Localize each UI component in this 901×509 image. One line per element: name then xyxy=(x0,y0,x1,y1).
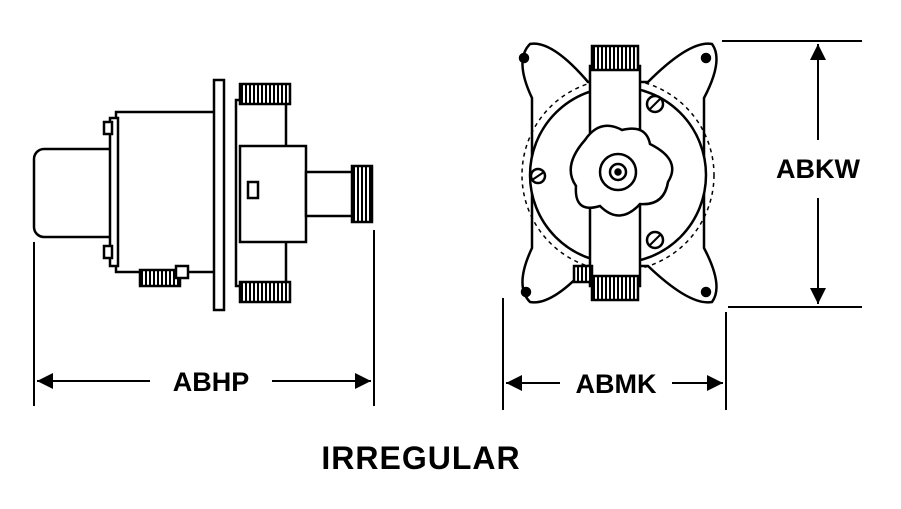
bottom-connector-tab xyxy=(174,264,190,280)
flange-plate xyxy=(212,78,226,312)
front-width-label: ABMK xyxy=(576,369,657,399)
front-dimensions xyxy=(502,40,862,410)
side-port-stub xyxy=(572,264,594,284)
side-width-label: ABHP xyxy=(173,367,250,397)
body-screw-top xyxy=(102,120,114,136)
side-dimension xyxy=(33,230,375,406)
bottom-connector xyxy=(138,268,182,288)
outlet-thread xyxy=(350,164,374,224)
front-bottom-thread xyxy=(590,274,640,302)
mount-hole-bl xyxy=(520,286,532,298)
front-top-thread xyxy=(590,44,640,72)
top-thread-port xyxy=(238,82,292,106)
shape-caption: IRREGULAR xyxy=(321,440,520,476)
bottom-thread-port xyxy=(238,280,292,304)
side-view xyxy=(32,78,374,312)
front-view xyxy=(518,42,718,304)
knob-hub-center xyxy=(614,168,622,176)
mount-hole-tl xyxy=(518,52,530,64)
front-screws xyxy=(529,94,665,250)
motor-cylinder xyxy=(32,147,122,239)
mount-hole-tr xyxy=(700,52,712,64)
mount-hole-br xyxy=(700,286,712,298)
body-screw-bottom xyxy=(102,244,114,260)
housing-stud xyxy=(246,180,260,200)
main-body xyxy=(114,110,218,274)
front-height-label: ABKW xyxy=(776,154,860,184)
body-rib xyxy=(108,116,120,268)
